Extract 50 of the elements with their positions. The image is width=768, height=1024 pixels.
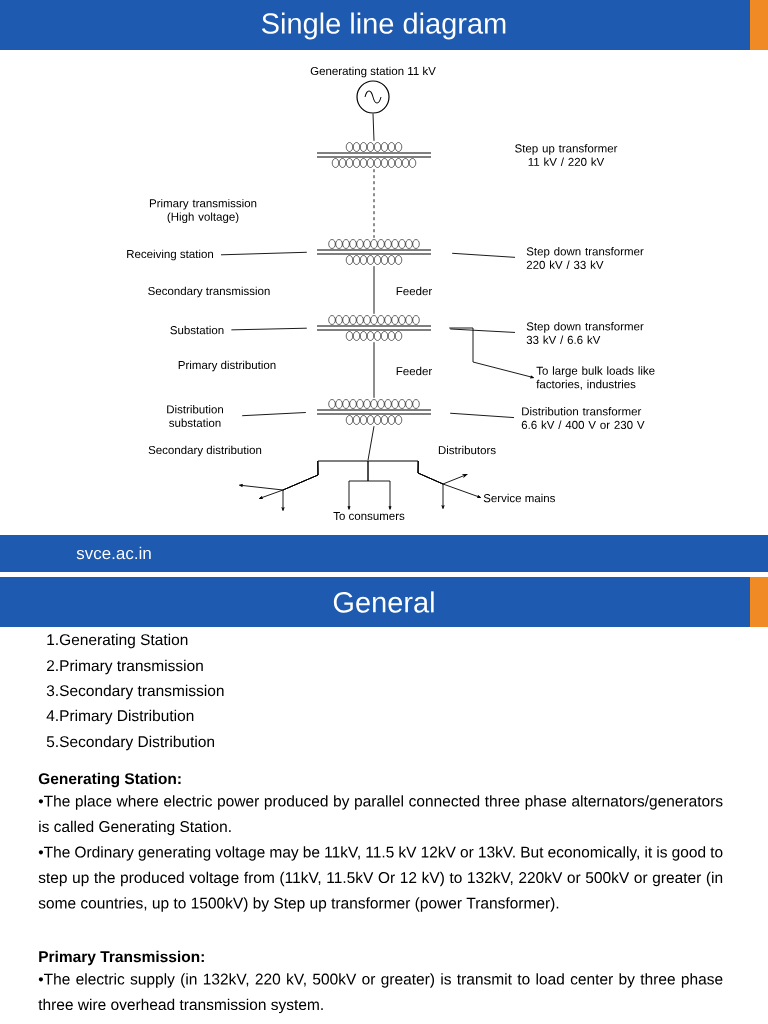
leader-label: Distribution substation [167,405,223,427]
leader-label: Step down transformer 220 kV / 33 kV [526,247,644,269]
paragraph: •The place where electric power produced by parallel connected three phase alternators/generators is called Generating Station. [38,795,723,836]
title-bar: General [0,577,750,627]
station-label: Generating station 11 kV [310,66,436,78]
line [373,341,375,399]
list-item: 3.Secondary transmission [46,684,224,700]
section-heading: Generating Station: [38,772,181,788]
footer-text: svce.ac.in [76,546,151,560]
leader-label: Step down transformer 33 kV / 6.6 kV [526,322,644,344]
edge-label: Feeder [394,365,434,377]
arrow [281,460,319,512]
leader-label: Distribution transformer 6.6 kV / 400 V or 230 V [521,407,645,429]
title-bar: Single line diagram [0,0,750,50]
leader-label: Service mains [483,493,555,503]
leader-line [449,328,516,333]
diagram-label: Secondary transmission [148,286,270,298]
leader-label: To large bulk loads like factories, industries [536,366,655,390]
leader-label: To consumers [333,512,405,520]
list-item: 2.Primary transmission [47,659,203,675]
leader-line [241,412,307,417]
leader-line [230,327,308,331]
list-item: 1.Generating Station [47,633,188,649]
paragraph: •The electric supply (in 132kV, 220 kV, 500kV or greater) is transmit to load center by three phase three wire overhead transmission system. [38,973,723,1014]
diagram-label: Primary distribution [178,360,276,372]
leader-label: Receiving station [127,249,213,261]
edge-label: Feeder [394,285,434,297]
line [373,265,375,315]
arrow [367,460,392,510]
transformer-symbol [316,315,432,341]
diagram-label: Primary transmission (High voltage) [149,198,257,224]
diagram-label: Distributors [438,445,496,455]
line [367,425,375,461]
list-item: 5.Secondary Distribution [46,735,214,751]
transformer-symbol [316,399,432,425]
leader-line [449,412,515,419]
leader-label: Substation [170,325,224,335]
list-item: 4.Primary Distribution [46,709,194,725]
paragraph: •The Ordinary generating voltage may be 11kV, 11.5 kV 12kV or 13kV. But economically, it is good to step up the produced voltage from (11kV, 11.5kV Or 12 kV) to 132kV, 220kV or 500kV or greater (in some countries, up to 1500kV) by Step up transformer (power Transformer). [38,846,723,912]
diagram-label: Secondary distribution [148,445,262,457]
transformer-symbol [316,142,432,168]
transformer-label: Step up transformer 11 kV / 220 kV [515,144,618,166]
arrow [448,327,535,379]
section-heading: Primary Transmission: [39,950,204,966]
leader-line [451,252,516,258]
line [373,168,375,239]
leader-line [220,251,308,256]
line [372,113,375,142]
arrow [417,460,445,510]
transformer-symbol [316,239,432,265]
